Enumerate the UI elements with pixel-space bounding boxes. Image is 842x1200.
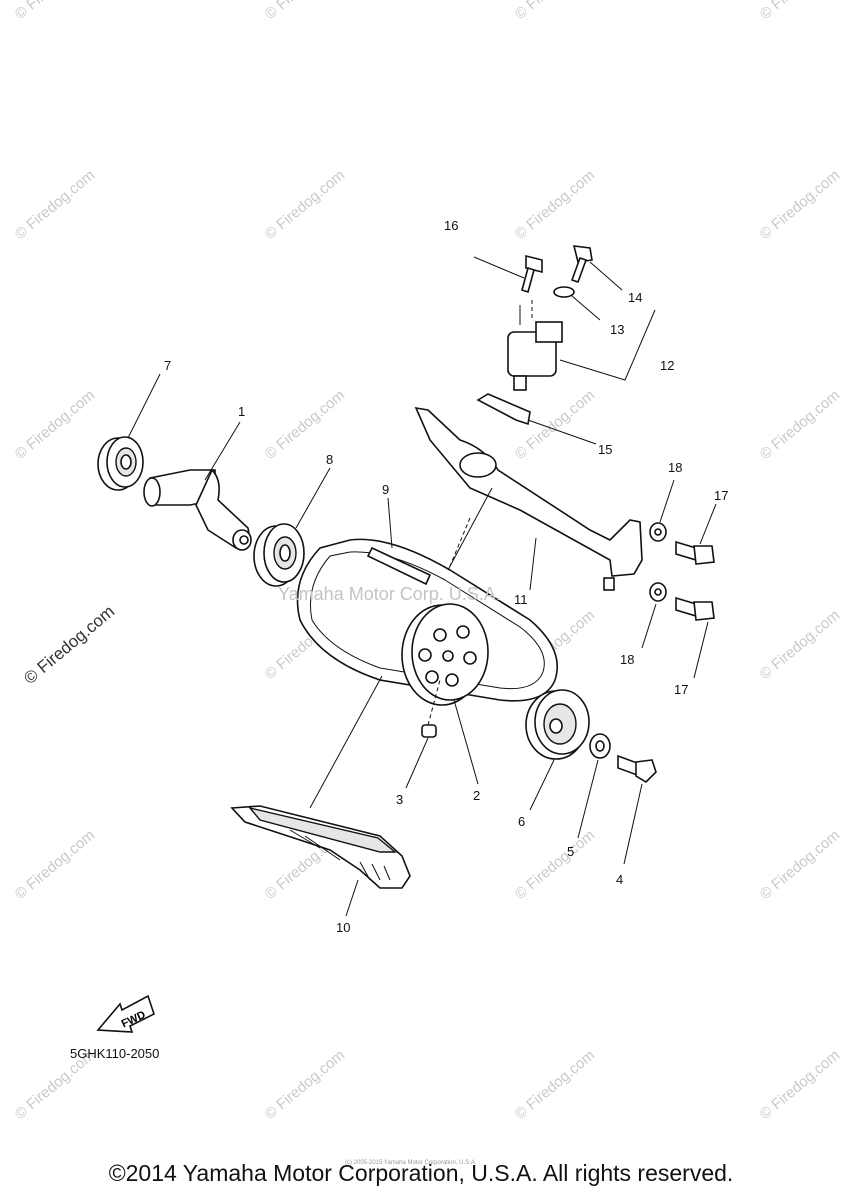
watermark: © Firedog.com: [757, 0, 842, 23]
center-watermark: Yamaha Motor Corp. U.S.A.: [278, 584, 501, 604]
watermark: © Firedog.com: [512, 0, 598, 23]
dowel-pin-part-3[interactable]: [421, 679, 441, 738]
watermark: © Firedog.com: [512, 387, 598, 463]
bolt-part-4[interactable]: [617, 754, 657, 784]
part-label-17-top: 17: [714, 488, 728, 503]
watermark: © Firedog.com: [12, 167, 98, 243]
part-label-10: 10: [336, 920, 350, 935]
sprocket-part-2[interactable]: [401, 603, 489, 706]
part-label-9: 9: [382, 482, 389, 497]
watermark: © Firedog.com: [757, 1047, 842, 1123]
copyright-footer: ©2014 Yamaha Motor Corporation, U.S.A. A…: [108, 1160, 734, 1186]
chain-guide-part-10[interactable]: [230, 805, 411, 889]
tensioner-guide-part-11[interactable]: [414, 406, 643, 591]
tiny-note: (c) 2005-2015 Yamaha Motor Corporation, …: [345, 1160, 477, 1166]
watermark: © Firedog.com: [757, 827, 842, 903]
part-label-14: 14: [628, 290, 642, 305]
watermark: © Firedog.com: [12, 387, 98, 463]
camshaft-part-1[interactable]: [143, 468, 252, 551]
part-label-18-bottom: 18: [620, 652, 634, 667]
part-label-1: 1: [238, 404, 245, 419]
watermark: © Firedog.com: [262, 0, 348, 23]
part-label-6: 6: [518, 814, 525, 829]
bolt-part-16[interactable]: [521, 254, 543, 294]
watermark: © Firedog.com: [757, 167, 842, 243]
bearing-part-8[interactable]: [253, 523, 305, 587]
part-label-4: 4: [616, 872, 623, 887]
watermark: © Firedog.com: [757, 387, 842, 463]
part-label-12: 12: [660, 358, 674, 373]
washer-part-18[interactable]: [649, 522, 667, 602]
part-label-15: 15: [598, 442, 612, 457]
watermark: © Firedog.com: [262, 167, 348, 243]
part-label-8: 8: [326, 452, 333, 467]
part-label-2: 2: [473, 788, 480, 803]
part-label-13: 13: [610, 322, 624, 337]
watermark: © Firedog.com: [12, 0, 98, 23]
watermark: © Firedog.com: [262, 387, 348, 463]
bolt-part-14[interactable]: [570, 245, 593, 284]
watermark: © Firedog.com: [12, 827, 98, 903]
part-label-3: 3: [396, 792, 403, 807]
part-label-5: 5: [567, 844, 574, 859]
bearing-part-7[interactable]: [97, 436, 144, 491]
bolt-part-17[interactable]: [675, 540, 715, 621]
part-label-17-bottom: 17: [674, 682, 688, 697]
watermark: © Firedog.com: [512, 167, 598, 243]
watermark: © Firedog.com: [512, 827, 598, 903]
gasket-part-13[interactable]: [553, 286, 575, 298]
part-label-18-top: 18: [668, 460, 682, 475]
tensioner-part-12[interactable]: [507, 321, 563, 391]
watermark: © Firedog.com: [757, 607, 842, 683]
leader-lines: [127, 256, 717, 917]
fwd-arrow-icon: FWD: [96, 994, 155, 1033]
plate-part-6[interactable]: [525, 689, 590, 760]
part-label-7: 7: [164, 358, 171, 373]
watermark: © Firedog.com: [262, 1047, 348, 1123]
watermark: © Firedog.com: [512, 1047, 598, 1123]
washer-part-5[interactable]: [589, 733, 611, 759]
part-labels: 1 2 3 4 5 6 7 8 9 10 11 12 13 14 15 16 1…: [164, 218, 728, 935]
watermark-large: © Firedog.com: [20, 602, 118, 688]
part-label-16: 16: [444, 218, 458, 233]
part-label-11: 11: [514, 592, 528, 607]
diagram-code: 5GHK110-2050: [70, 1046, 160, 1061]
gasket-part-15[interactable]: [476, 393, 531, 426]
